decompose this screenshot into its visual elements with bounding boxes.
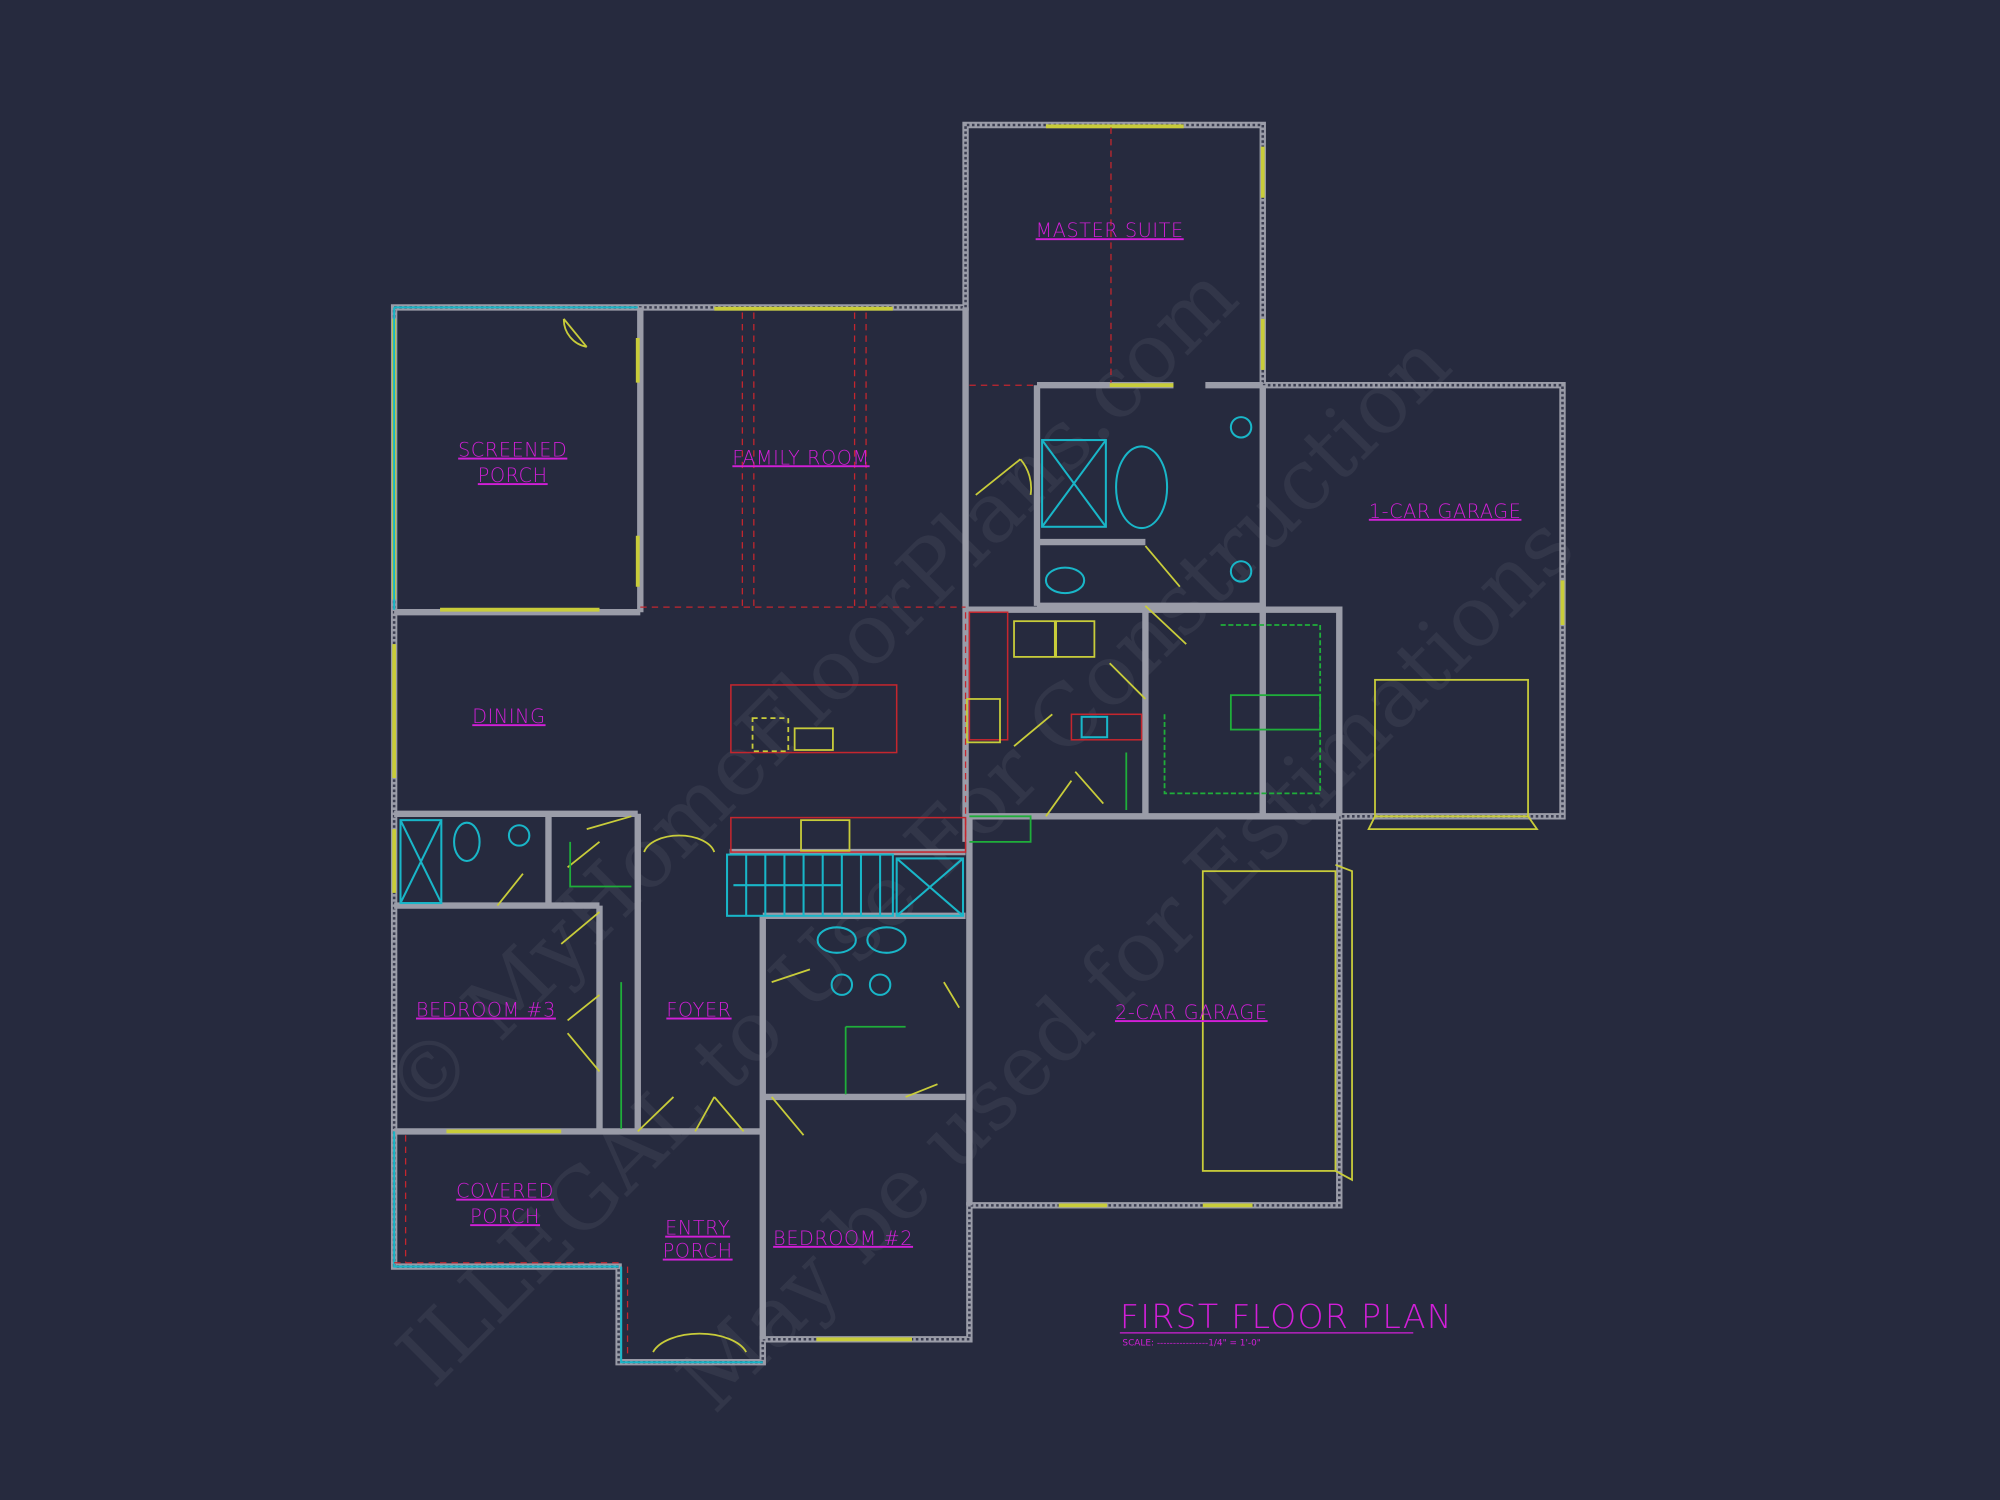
label-family-room: FAMILY ROOM bbox=[732, 446, 869, 469]
label-entry-porch-2: PORCH bbox=[663, 1240, 733, 1263]
label-foyer: FOYER bbox=[666, 999, 731, 1022]
kitchen-island bbox=[730, 684, 898, 754]
room-labels: MASTER SUITE SCREENED PORCH FAMILY ROOM … bbox=[416, 219, 1521, 1262]
garage-doors bbox=[1201, 678, 1539, 1182]
plan-title: FIRST FLOOR PLAN bbox=[1120, 1297, 1453, 1336]
windows bbox=[392, 124, 1565, 1342]
ceiling-lines bbox=[394, 127, 1112, 1359]
cooktop bbox=[800, 819, 851, 852]
label-dining: DINING bbox=[472, 705, 545, 728]
label-covered-porch-2: PORCH bbox=[470, 1205, 540, 1228]
label-entry-porch-1: ENTRY bbox=[665, 1217, 730, 1240]
label-bedroom-2: BEDROOM #2 bbox=[773, 1227, 913, 1250]
title-block: FIRST FLOOR PLAN SCALE: ----------------… bbox=[1120, 1297, 1453, 1349]
closets bbox=[569, 624, 1322, 1129]
plan-scale: SCALE: ----------------1/4" = 1'-0" bbox=[1122, 1339, 1260, 1349]
bath-fixtures bbox=[399, 416, 1253, 996]
refrigerator bbox=[965, 698, 1001, 744]
doors bbox=[496, 318, 1187, 1353]
label-2-car-garage: 2-CAR GARAGE bbox=[1115, 1001, 1268, 1024]
label-1-car-garage: 1-CAR GARAGE bbox=[1369, 500, 1522, 523]
porch-screens bbox=[393, 306, 763, 1364]
stairs bbox=[726, 853, 894, 917]
label-screened-porch-1: SCREENED bbox=[458, 439, 567, 462]
label-covered-porch-1: COVERED bbox=[456, 1180, 554, 1203]
label-bedroom-3: BEDROOM #3 bbox=[416, 999, 556, 1022]
label-screened-porch-2: PORCH bbox=[478, 464, 548, 487]
garage-door-2 bbox=[1201, 870, 1337, 1172]
label-master-suite: MASTER SUITE bbox=[1036, 219, 1184, 242]
